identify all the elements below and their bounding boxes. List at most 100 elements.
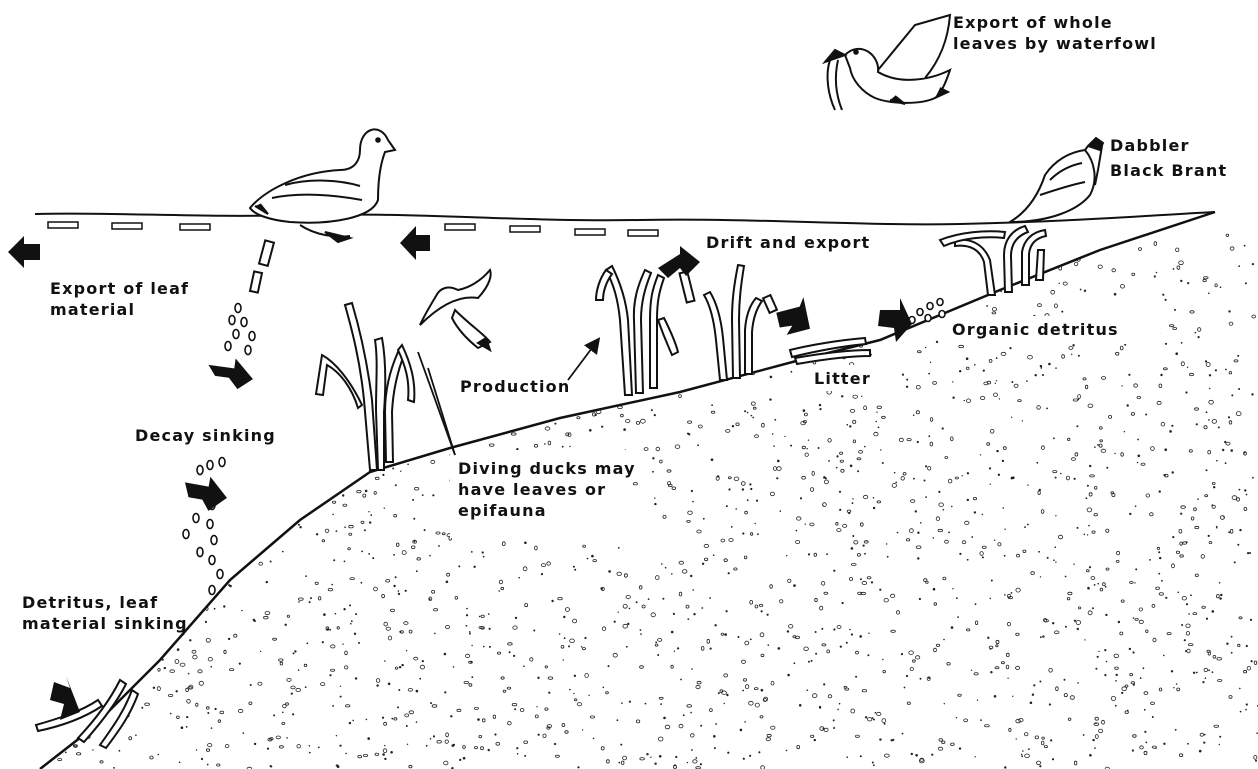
sediment-grain — [434, 633, 436, 635]
sediment-grain — [398, 304, 402, 307]
sediment-grain — [418, 268, 421, 271]
sediment-grain — [424, 529, 426, 531]
sediment-grain — [328, 426, 330, 428]
sediment-grain — [851, 547, 854, 550]
sediment-grain — [855, 676, 857, 678]
sediment-grain — [356, 425, 358, 427]
sediment-grain — [1004, 529, 1005, 530]
sediment-grain — [511, 423, 515, 427]
sediment-grain — [47, 563, 49, 565]
sediment-grain — [509, 344, 510, 345]
sediment-grain — [1234, 561, 1236, 563]
sediment-grain — [1158, 551, 1160, 553]
sediment-grain — [69, 274, 71, 276]
sediment-grain — [967, 499, 969, 501]
sediment-grain — [391, 265, 393, 267]
sediment-grain — [916, 252, 919, 254]
sediment-grain — [427, 392, 429, 394]
sediment-grain — [936, 341, 938, 343]
sediment-grain — [1145, 742, 1147, 744]
sediment-grain — [207, 712, 209, 714]
sediment-grain — [1195, 332, 1197, 334]
sediment-grain — [240, 505, 242, 507]
sediment-grain — [893, 285, 895, 287]
sediment-grain — [791, 371, 793, 373]
sediment-grain — [952, 397, 954, 399]
sediment-grain — [526, 325, 530, 329]
sediment-grain — [1040, 239, 1044, 242]
sediment-grain — [1138, 455, 1141, 458]
sediment-grain — [1050, 739, 1052, 741]
sediment-grain — [439, 203, 443, 206]
sediment-grain — [873, 719, 875, 721]
sediment-grain — [761, 610, 763, 612]
sediment-grain — [104, 496, 108, 499]
sediment-grain — [1089, 465, 1091, 467]
sediment-grain — [750, 639, 752, 641]
sediment-grain — [296, 454, 299, 457]
label-export-whole-leaves: Export of whole leaves by waterfowl — [953, 12, 1157, 54]
sediment-grain — [382, 753, 385, 756]
sediment-grain — [749, 483, 751, 485]
sediment-grain — [250, 684, 252, 686]
sediment-grain — [384, 758, 386, 760]
sediment-grain — [499, 315, 502, 319]
sediment-grain — [522, 264, 527, 266]
sediment-grain — [959, 201, 963, 204]
sediment-grain — [309, 752, 311, 754]
sediment-grain — [177, 409, 180, 412]
sediment-grain — [1137, 462, 1138, 463]
sediment-grain — [35, 346, 39, 349]
sediment-grain — [1086, 497, 1088, 499]
sediment-grain — [179, 761, 181, 763]
sediment-grain — [286, 737, 288, 739]
sediment-grain — [1111, 205, 1115, 207]
sediment-grain — [1212, 671, 1214, 673]
sediment-grain — [1113, 203, 1116, 206]
sediment-grain — [1077, 682, 1079, 684]
sediment-grain — [368, 511, 369, 512]
sediment-grain — [1053, 437, 1055, 439]
label-dabbler: Dabbler — [1110, 135, 1190, 156]
sediment-grain — [133, 382, 137, 385]
sediment-grain — [873, 497, 875, 499]
sediment-grain — [1131, 222, 1134, 226]
sediment-grain — [1188, 613, 1190, 615]
sediment-grain — [60, 324, 62, 326]
sediment-grain — [196, 403, 198, 405]
sediment-grain — [425, 430, 427, 432]
sediment-grain — [671, 573, 673, 575]
sediment-grain — [657, 262, 659, 264]
sediment-grain — [609, 252, 610, 253]
sediment-grain — [1231, 394, 1233, 396]
sediment-grain — [1107, 213, 1110, 216]
sediment-grain — [531, 292, 533, 294]
sediment-grain — [815, 631, 817, 633]
sediment-grain — [614, 315, 617, 318]
sediment-grain — [1251, 660, 1253, 662]
sediment-grain — [799, 203, 802, 206]
sediment-grain — [695, 305, 697, 307]
sediment-grain — [942, 281, 945, 284]
sediment-grain — [352, 291, 353, 292]
sediment-grain — [253, 545, 255, 547]
sediment-grain — [726, 505, 728, 507]
sediment-grain — [349, 722, 351, 724]
sediment-grain — [433, 436, 438, 440]
sediment-grain — [1178, 215, 1182, 219]
sediment-grain — [996, 380, 997, 381]
sediment-grain — [78, 416, 80, 419]
sediment-grain — [1040, 367, 1042, 369]
sediment-grain — [917, 441, 919, 443]
sediment-grain — [90, 541, 92, 543]
sediment-grain — [1105, 614, 1107, 616]
sediment-grain — [975, 756, 976, 757]
sediment-grain — [224, 328, 227, 331]
sediment-grain — [489, 628, 491, 630]
sediment-grain — [241, 217, 243, 219]
sediment-grain — [384, 508, 385, 509]
sediment-grain — [700, 297, 702, 300]
sediment-grain — [822, 505, 823, 506]
sediment-grain — [629, 608, 631, 610]
sediment-grain — [677, 306, 679, 308]
